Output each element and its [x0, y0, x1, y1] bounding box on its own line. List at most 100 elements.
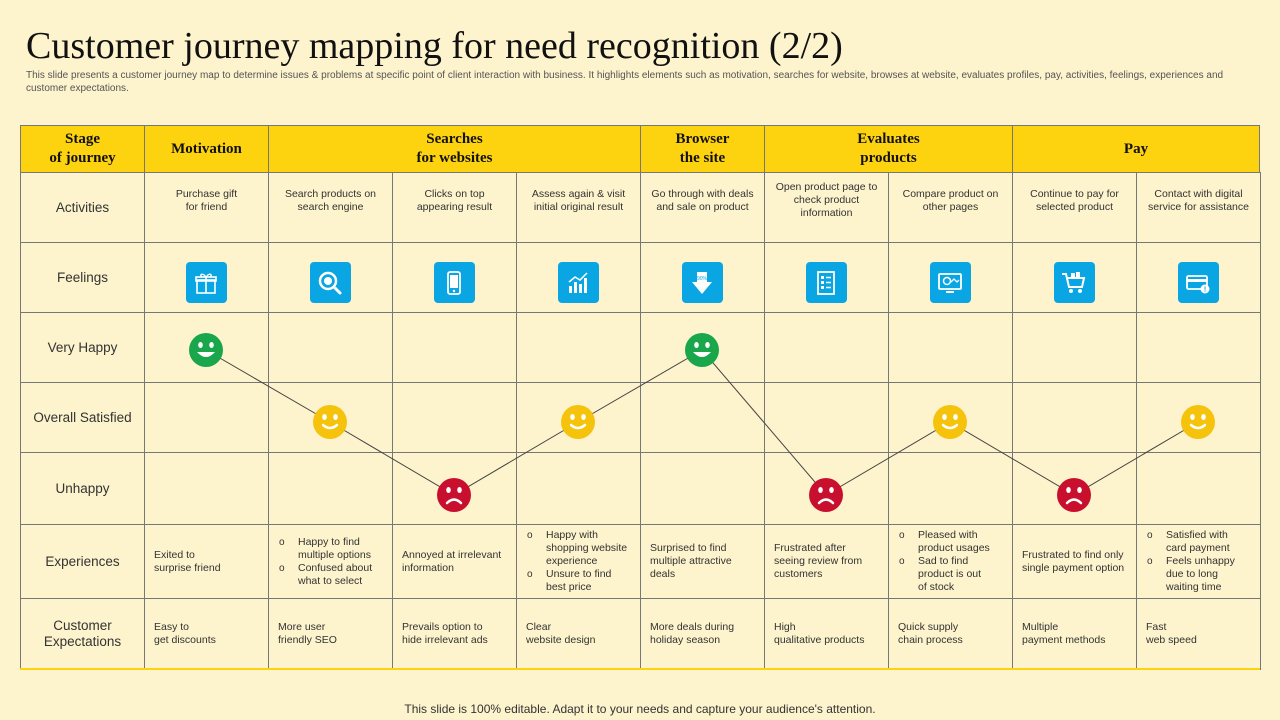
emotion-cell	[1012, 312, 1137, 383]
discount-icon: 90%	[681, 262, 723, 303]
unhappy-face-icon	[436, 477, 472, 513]
expectation-text: Quick supply chain process	[898, 621, 963, 646]
slide-subtitle: This slide presents a customer journey m…	[26, 70, 1224, 94]
experience-cell: Frustrated to find only single payment o…	[1012, 524, 1137, 599]
emotion-cell	[1136, 312, 1261, 383]
gift-icon	[185, 262, 227, 303]
experience-text: Frustrated after seeing review from cust…	[774, 542, 863, 580]
emotion-cell	[144, 382, 269, 453]
experience-list: Happy with shopping website experienceUn…	[527, 529, 627, 594]
experience-bullet: Sad to find product is out of stock	[899, 555, 990, 594]
expectation-cell: Multiple payment methods	[1012, 598, 1137, 670]
row-label-feelings: Feelings	[20, 242, 145, 313]
experience-bullet: Confused about what to select	[279, 562, 372, 588]
experience-text: Frustrated to find only single payment o…	[1022, 548, 1125, 574]
experience-bullet: Satisfied with card payment	[1147, 529, 1235, 555]
activity-text: Contact with digital service for assista…	[1148, 187, 1249, 213]
expectation-text: More deals during holiday season	[650, 621, 735, 646]
expectation-cell: More deals during holiday season	[640, 598, 765, 670]
experience-text: Annoyed at irrelevant information	[402, 548, 502, 574]
bottom-rule	[20, 668, 1260, 670]
experience-cell: Frustrated after seeing review from cust…	[764, 524, 889, 599]
search-icon	[309, 262, 351, 303]
emotion-cell	[764, 382, 889, 453]
emotion-cell	[640, 452, 765, 525]
unhappy-face-icon	[1056, 477, 1092, 513]
unhappy-face-icon	[808, 477, 844, 513]
experience-cell: Exited to surprise friend	[144, 524, 269, 599]
header-pay: Pay	[1012, 125, 1260, 173]
activity-cell: Assess again & visit initial original re…	[516, 172, 641, 243]
experience-bullet: Pleased with product usages	[899, 529, 990, 555]
card-icon: !	[1177, 262, 1219, 303]
expectation-cell: Quick supply chain process	[888, 598, 1013, 670]
emotion-cell	[640, 382, 765, 453]
svg-text:90%: 90%	[697, 276, 708, 282]
emotion-cell	[268, 452, 393, 525]
experience-list: Pleased with product usagesSad to find p…	[899, 529, 990, 594]
slide-footer: This slide is 100% editable. Adapt it to…	[404, 702, 876, 716]
emotion-cell	[764, 312, 889, 383]
experience-cell: Surprised to find multiple attractive de…	[640, 524, 765, 599]
experience-text: Surprised to find multiple attractive de…	[650, 542, 732, 580]
row-label-activities: Activities	[20, 172, 145, 243]
emotion-cell	[516, 452, 641, 525]
experience-bullet: Unsure to find best price	[527, 568, 627, 594]
row-label-unhappy: Unhappy	[20, 452, 145, 525]
emotion-cell	[888, 312, 1013, 383]
experience-list: Happy to find multiple optionsConfused a…	[279, 536, 372, 588]
emotion-cell	[888, 452, 1013, 525]
expectation-text: Multiple payment methods	[1022, 621, 1106, 646]
experience-cell: Pleased with product usagesSad to find p…	[888, 524, 1013, 599]
experience-bullet: Feels unhappy due to long waiting time	[1147, 555, 1235, 594]
activity-cell: Search products on search engine	[268, 172, 393, 243]
row-label-experiences: Experiences	[20, 524, 145, 599]
expectation-text: Clear website design	[526, 621, 596, 646]
experience-text: Exited to surprise friend	[154, 548, 221, 574]
activity-text: Compare product on other pages	[902, 187, 999, 213]
satisfied-face-icon	[1180, 404, 1216, 440]
activity-cell: Open product page to check product infor…	[764, 172, 889, 243]
expectation-text: High qualitative products	[774, 621, 865, 646]
row-label-very-happy: Very Happy	[20, 312, 145, 383]
satisfied-face-icon	[560, 404, 596, 440]
activity-text: Go through with deals and sale on produc…	[651, 187, 754, 213]
activity-cell: Clicks on top appearing result	[392, 172, 517, 243]
expectation-cell: More user friendly SEO	[268, 598, 393, 670]
activity-text: Purchase gift for friend	[175, 187, 238, 213]
emotion-cell	[392, 382, 517, 453]
activity-text: Assess again & visit initial original re…	[531, 187, 626, 213]
activity-text: Search products on search engine	[284, 187, 377, 213]
expectation-cell: Clear website design	[516, 598, 641, 670]
row-label-satisfied: Overall Satisfied	[20, 382, 145, 453]
activity-cell: Continue to pay for selected product	[1012, 172, 1137, 243]
expectation-text: Fast web speed	[1146, 621, 1197, 646]
activity-text: Clicks on top appearing result	[416, 187, 493, 213]
emotion-curve	[205, 349, 1199, 496]
header-motivation: Motivation	[144, 125, 269, 173]
very-happy-face-icon	[188, 332, 224, 368]
activity-text: Continue to pay for selected product	[1030, 187, 1119, 213]
header-stage: Stage of journey	[20, 125, 145, 173]
activity-cell: Contact with digital service for assista…	[1136, 172, 1261, 243]
expectation-text: More user friendly SEO	[278, 621, 337, 646]
activity-text: Open product page to check product infor…	[775, 181, 878, 219]
header-searches: Searches for websites	[268, 125, 641, 173]
cart-icon	[1053, 262, 1095, 303]
experience-cell: Happy to find multiple optionsConfused a…	[268, 524, 393, 599]
activity-cell: Compare product on other pages	[888, 172, 1013, 243]
header-browser: Browser the site	[640, 125, 765, 173]
satisfied-face-icon	[932, 404, 968, 440]
chart-icon	[557, 262, 599, 303]
experience-cell: Happy with shopping website experienceUn…	[516, 524, 641, 599]
emotion-cell	[144, 452, 269, 525]
expectation-text: Prevails option to hide irrelevant ads	[402, 621, 488, 646]
journey-map-table: Stage of journey Motivation Searches for…	[20, 125, 1261, 670]
slide-title: Customer journey mapping for need recogn…	[26, 25, 843, 67]
experience-bullet: Happy with shopping website experience	[527, 529, 627, 568]
expectation-text: Easy to get discounts	[154, 621, 216, 646]
experience-list: Satisfied with card paymentFeels unhappy…	[1147, 529, 1235, 594]
expectation-cell: Prevails option to hide irrelevant ads	[392, 598, 517, 670]
mobile-icon	[433, 262, 475, 303]
checklist-icon	[805, 262, 847, 303]
